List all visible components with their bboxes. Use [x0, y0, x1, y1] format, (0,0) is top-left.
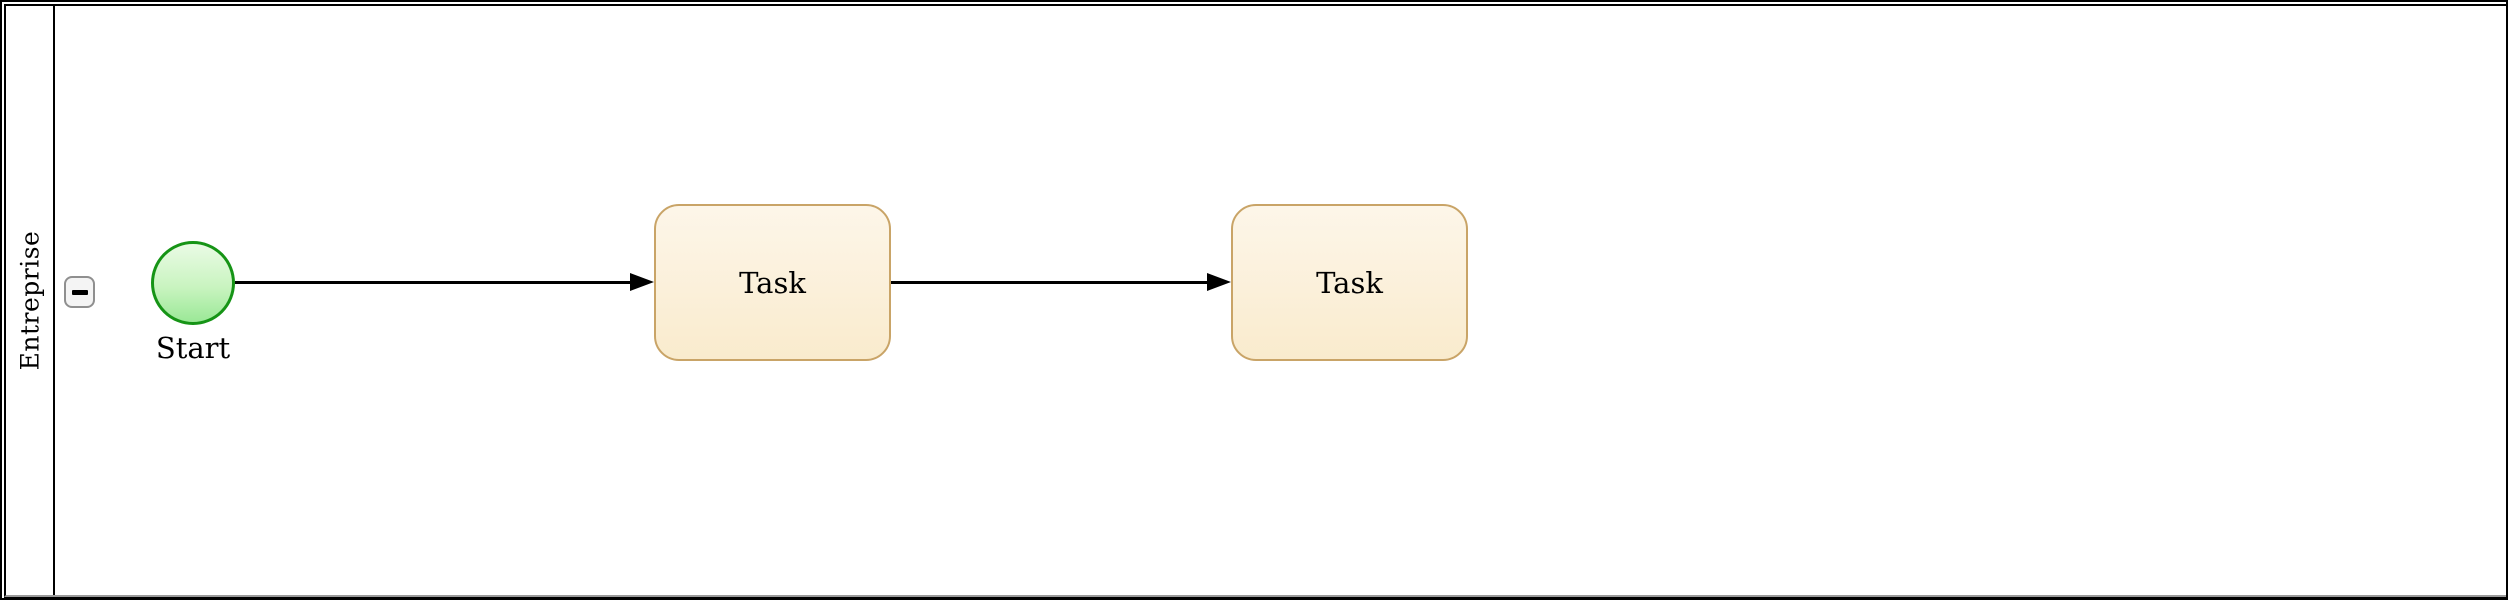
pool-label: Entreprise: [15, 230, 44, 371]
minus-icon: [71, 289, 88, 295]
task1-label: Task: [739, 265, 806, 300]
sequence-flow-task1-to-task2[interactable]: [891, 281, 1207, 284]
pool-collapse-button[interactable]: [64, 276, 95, 308]
pool-bottom-border: [4, 597, 2506, 598]
arrowhead-icon: [1207, 273, 1231, 291]
pool-lane-divider: [53, 6, 55, 595]
start-event-label: Start: [155, 331, 231, 365]
task2-node[interactable]: Task: [1231, 204, 1468, 361]
sequence-flow-start-to-task1[interactable]: [235, 281, 630, 284]
task2-label: Task: [1316, 265, 1383, 300]
task1-node[interactable]: Task: [654, 204, 891, 361]
pool-label-band[interactable]: Entreprise: [6, 6, 53, 595]
start-event-circle[interactable]: [151, 241, 235, 325]
arrowhead-icon: [630, 273, 654, 291]
